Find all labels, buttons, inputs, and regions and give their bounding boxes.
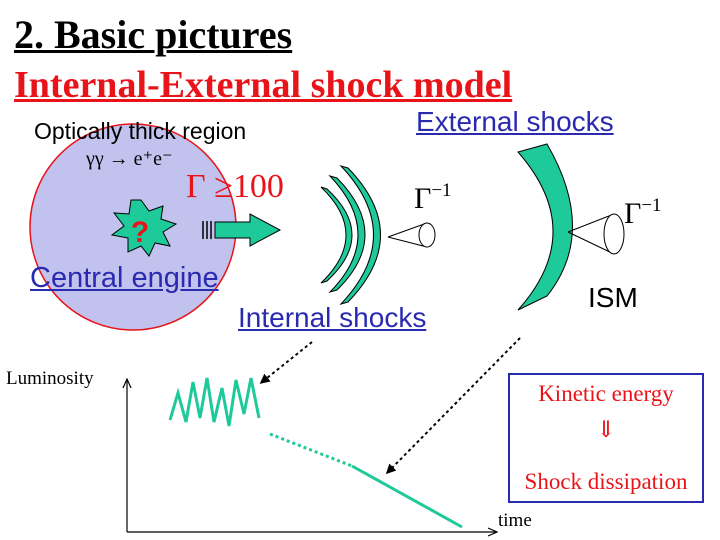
- beaming-angle-exponent: −1: [431, 180, 452, 201]
- shock-dissipation-label: Shock dissipation: [524, 469, 688, 494]
- beaming-angle-label-1: Γ−1: [414, 180, 452, 216]
- external-shocks-label: External shocks: [416, 106, 614, 137]
- beaming-angle-exponent: −1: [641, 195, 662, 216]
- beaming-angle-label-2: Γ−1: [624, 195, 662, 231]
- luminosity-axis-label: Luminosity: [6, 368, 94, 389]
- jet-arrow: [202, 213, 282, 247]
- down-arrow-icon: ⇓: [596, 417, 616, 442]
- internal-shock-shells: [320, 165, 381, 305]
- beaming-cone-2: [567, 213, 625, 255]
- slide-subtitle: Internal-External shock model: [14, 64, 513, 106]
- beaming-cone-1: [387, 222, 436, 248]
- pointer-external: [385, 337, 521, 475]
- beaming-angle-base: Γ: [624, 197, 642, 230]
- pointer-internal: [259, 341, 313, 384]
- pair-production-label: γγ → e⁺e⁻: [86, 148, 173, 170]
- internal-shocks-label: Internal shocks: [238, 302, 427, 333]
- central-engine-label: Central engine: [30, 262, 219, 294]
- time-axis-label: time: [498, 510, 532, 531]
- beaming-angle-base: Γ: [414, 182, 432, 215]
- ism-label: ISM: [588, 282, 638, 313]
- internal-shock-light-curve: [168, 377, 261, 427]
- lorentz-factor-label: Γ ≥100: [186, 168, 284, 205]
- central-engine-star-icon: [110, 199, 178, 257]
- energy-conversion-box: Kinetic energy ⇓ Shock dissipation: [508, 373, 704, 503]
- afterglow-light-curve: [351, 464, 463, 529]
- slide-title: 2. Basic pictures: [14, 12, 293, 57]
- kinetic-energy-label: Kinetic energy: [538, 381, 674, 406]
- optically-thick-label: Optically thick region: [34, 118, 247, 144]
- central-engine-question-mark: ?: [131, 216, 149, 249]
- afterglow-dotted-curve: [269, 432, 353, 468]
- external-shock-shell: [517, 143, 573, 311]
